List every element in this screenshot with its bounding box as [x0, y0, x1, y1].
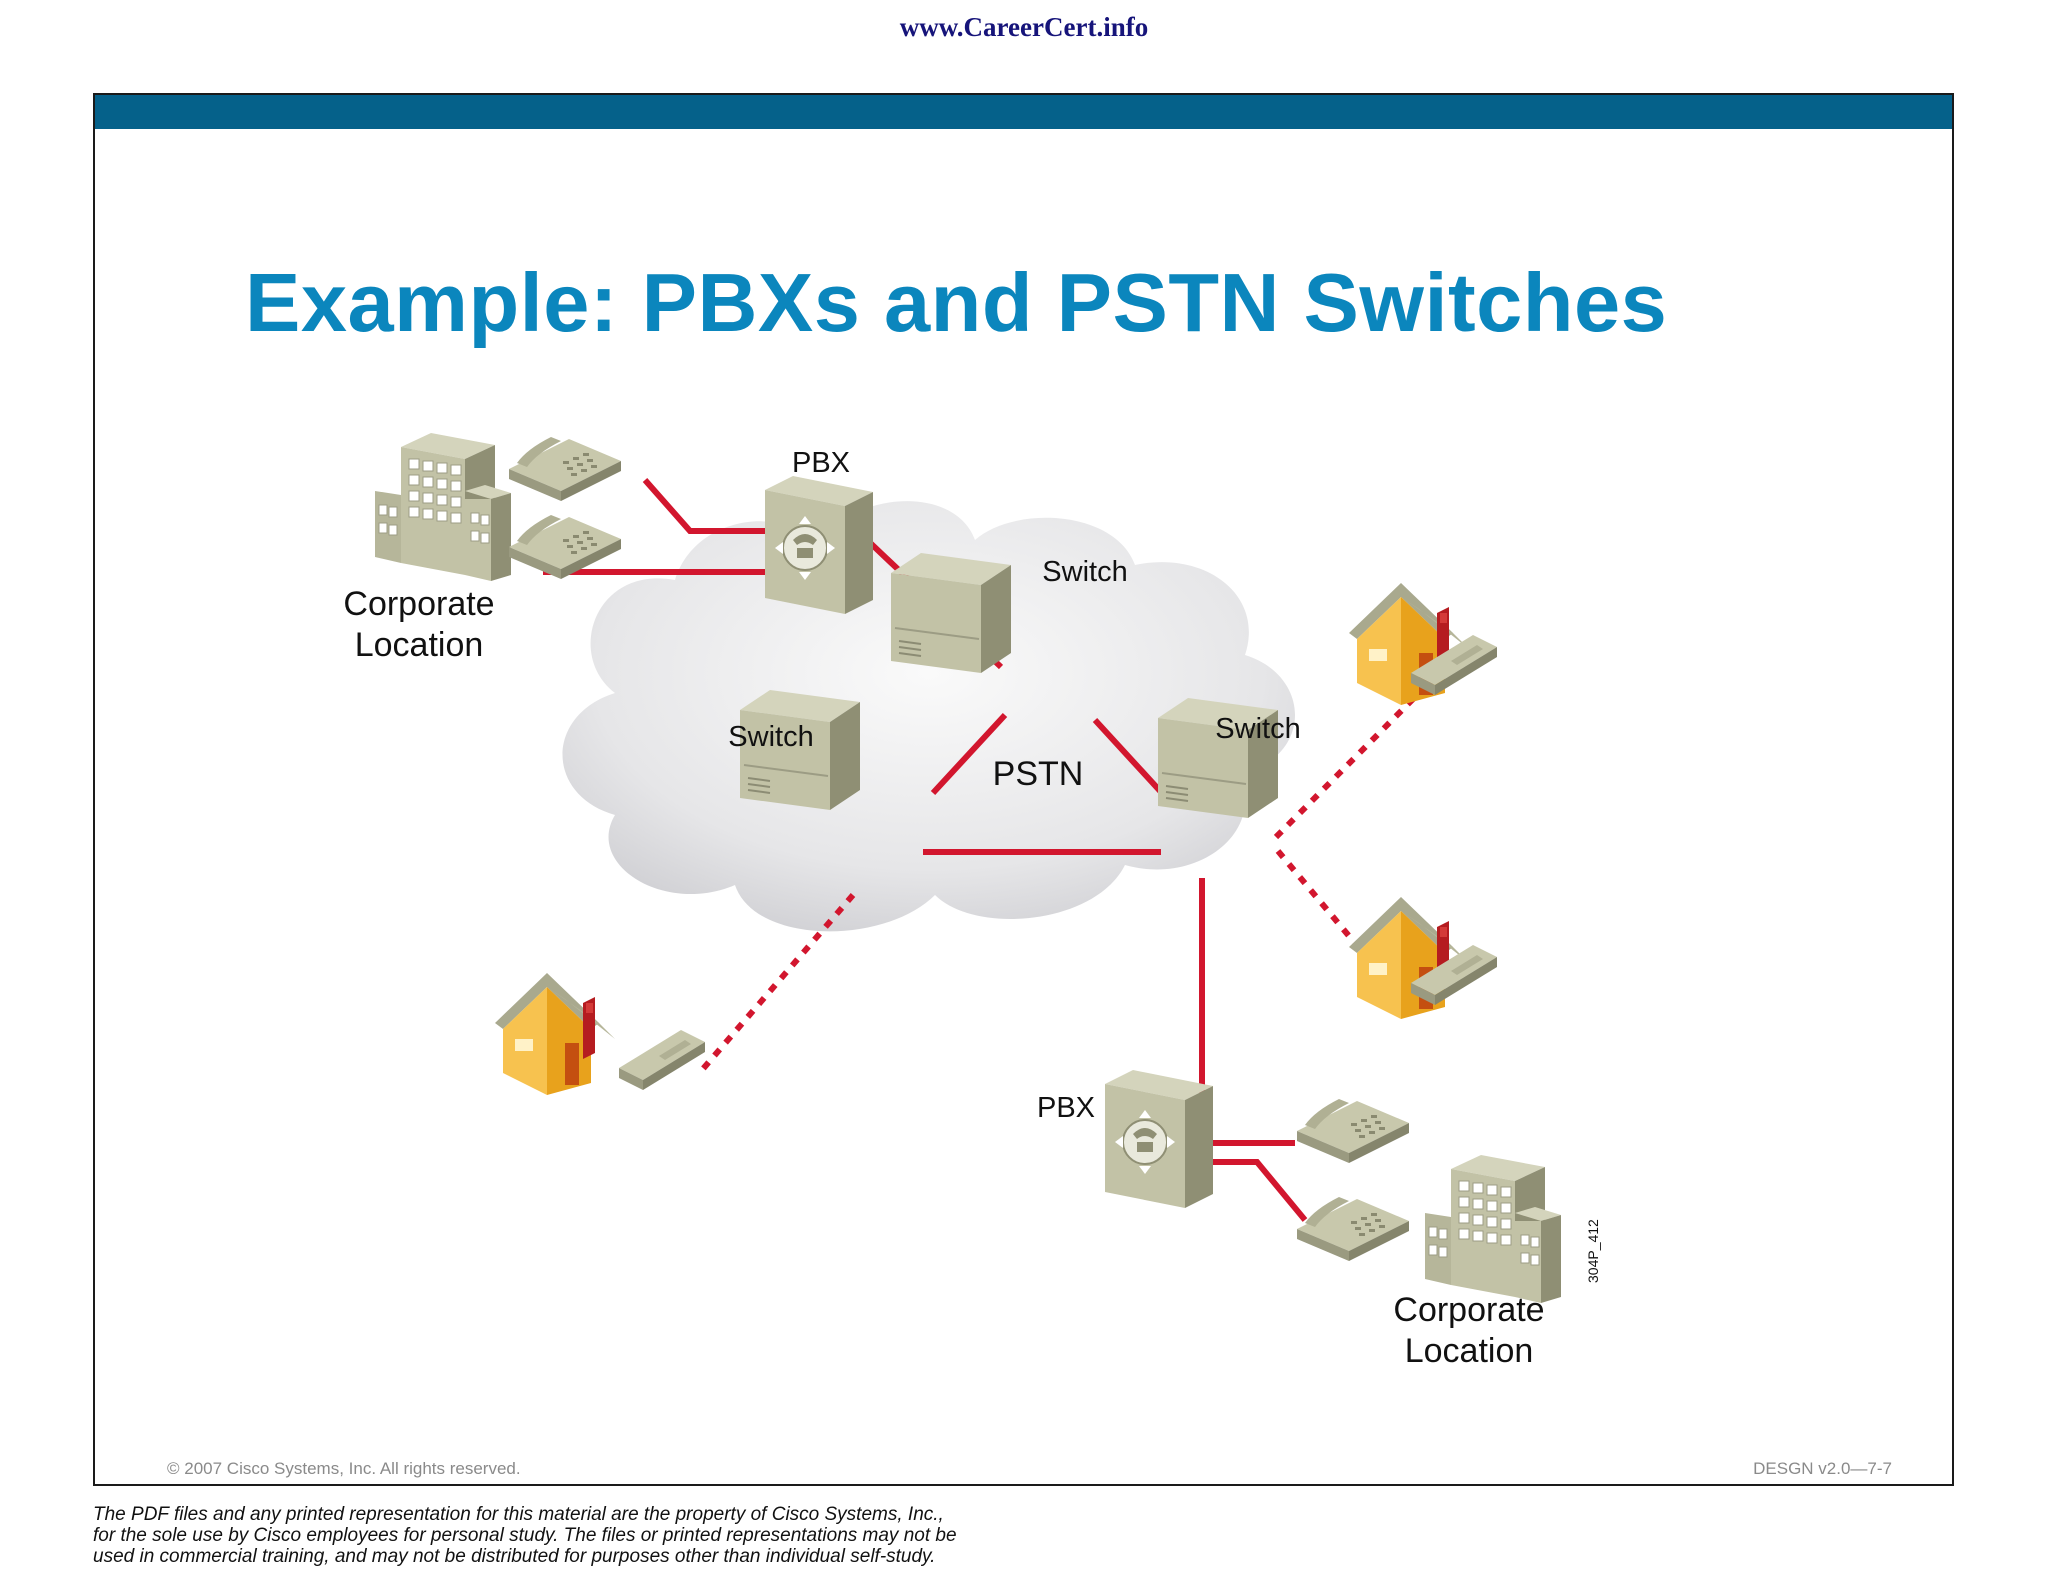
slide-title: Example: PBXs and PSTN Switches — [245, 256, 1668, 349]
pstn-cloud-icon — [562, 501, 1295, 932]
disclaimer-line: used in commercial training, and may not… — [93, 1546, 936, 1567]
disclaimer-line: The PDF files and any printed representa… — [93, 1504, 944, 1525]
switch-icon — [890, 552, 1012, 674]
desk-phone-icon — [509, 437, 621, 501]
network-diagram: PBX Switch Switch Switch PSTN PBX Corpor… — [343, 432, 1601, 1370]
pbx-label: PBX — [792, 447, 850, 479]
house-icon — [1349, 583, 1469, 705]
slide-top-bar — [95, 95, 1952, 129]
course-id: DESGN v2.0—7-7 — [1753, 1459, 1892, 1478]
corporate-building-icon — [1424, 1154, 1562, 1304]
switch-label: Switch — [1215, 713, 1300, 745]
cordless-phone-icon — [619, 1030, 705, 1090]
pbx-icon — [1104, 1069, 1214, 1209]
pbx-label: PBX — [1037, 1092, 1095, 1124]
figure-id: 304P_412 — [1585, 1219, 1601, 1283]
pbx-icon — [764, 475, 874, 615]
disclaimer-line: for the sole use by Cisco employees for … — [93, 1525, 957, 1546]
slide: Example: PBXs and PSTN Switches — [93, 93, 1954, 1486]
site-url[interactable]: www.CareerCert.info — [899, 12, 1149, 42]
corporate-building-icon — [374, 432, 512, 582]
site-label: Corporate — [343, 585, 494, 623]
pstn-label: PSTN — [993, 755, 1084, 793]
copyright: © 2007 Cisco Systems, Inc. All rights re… — [167, 1459, 521, 1478]
wireless-links — [699, 689, 1423, 1072]
disclaimer: The PDF files and any printed representa… — [93, 1504, 1193, 1567]
house-icon — [1349, 897, 1469, 1019]
switch-label: Switch — [728, 721, 813, 753]
site-label: Corporate — [1393, 1291, 1544, 1329]
site-label: Location — [355, 626, 484, 664]
house-icon — [495, 973, 615, 1095]
desk-phone-icon — [1297, 1197, 1409, 1261]
switch-label: Switch — [1042, 556, 1127, 588]
desk-phone-icon — [1297, 1099, 1409, 1163]
site-label: Location — [1405, 1332, 1534, 1370]
